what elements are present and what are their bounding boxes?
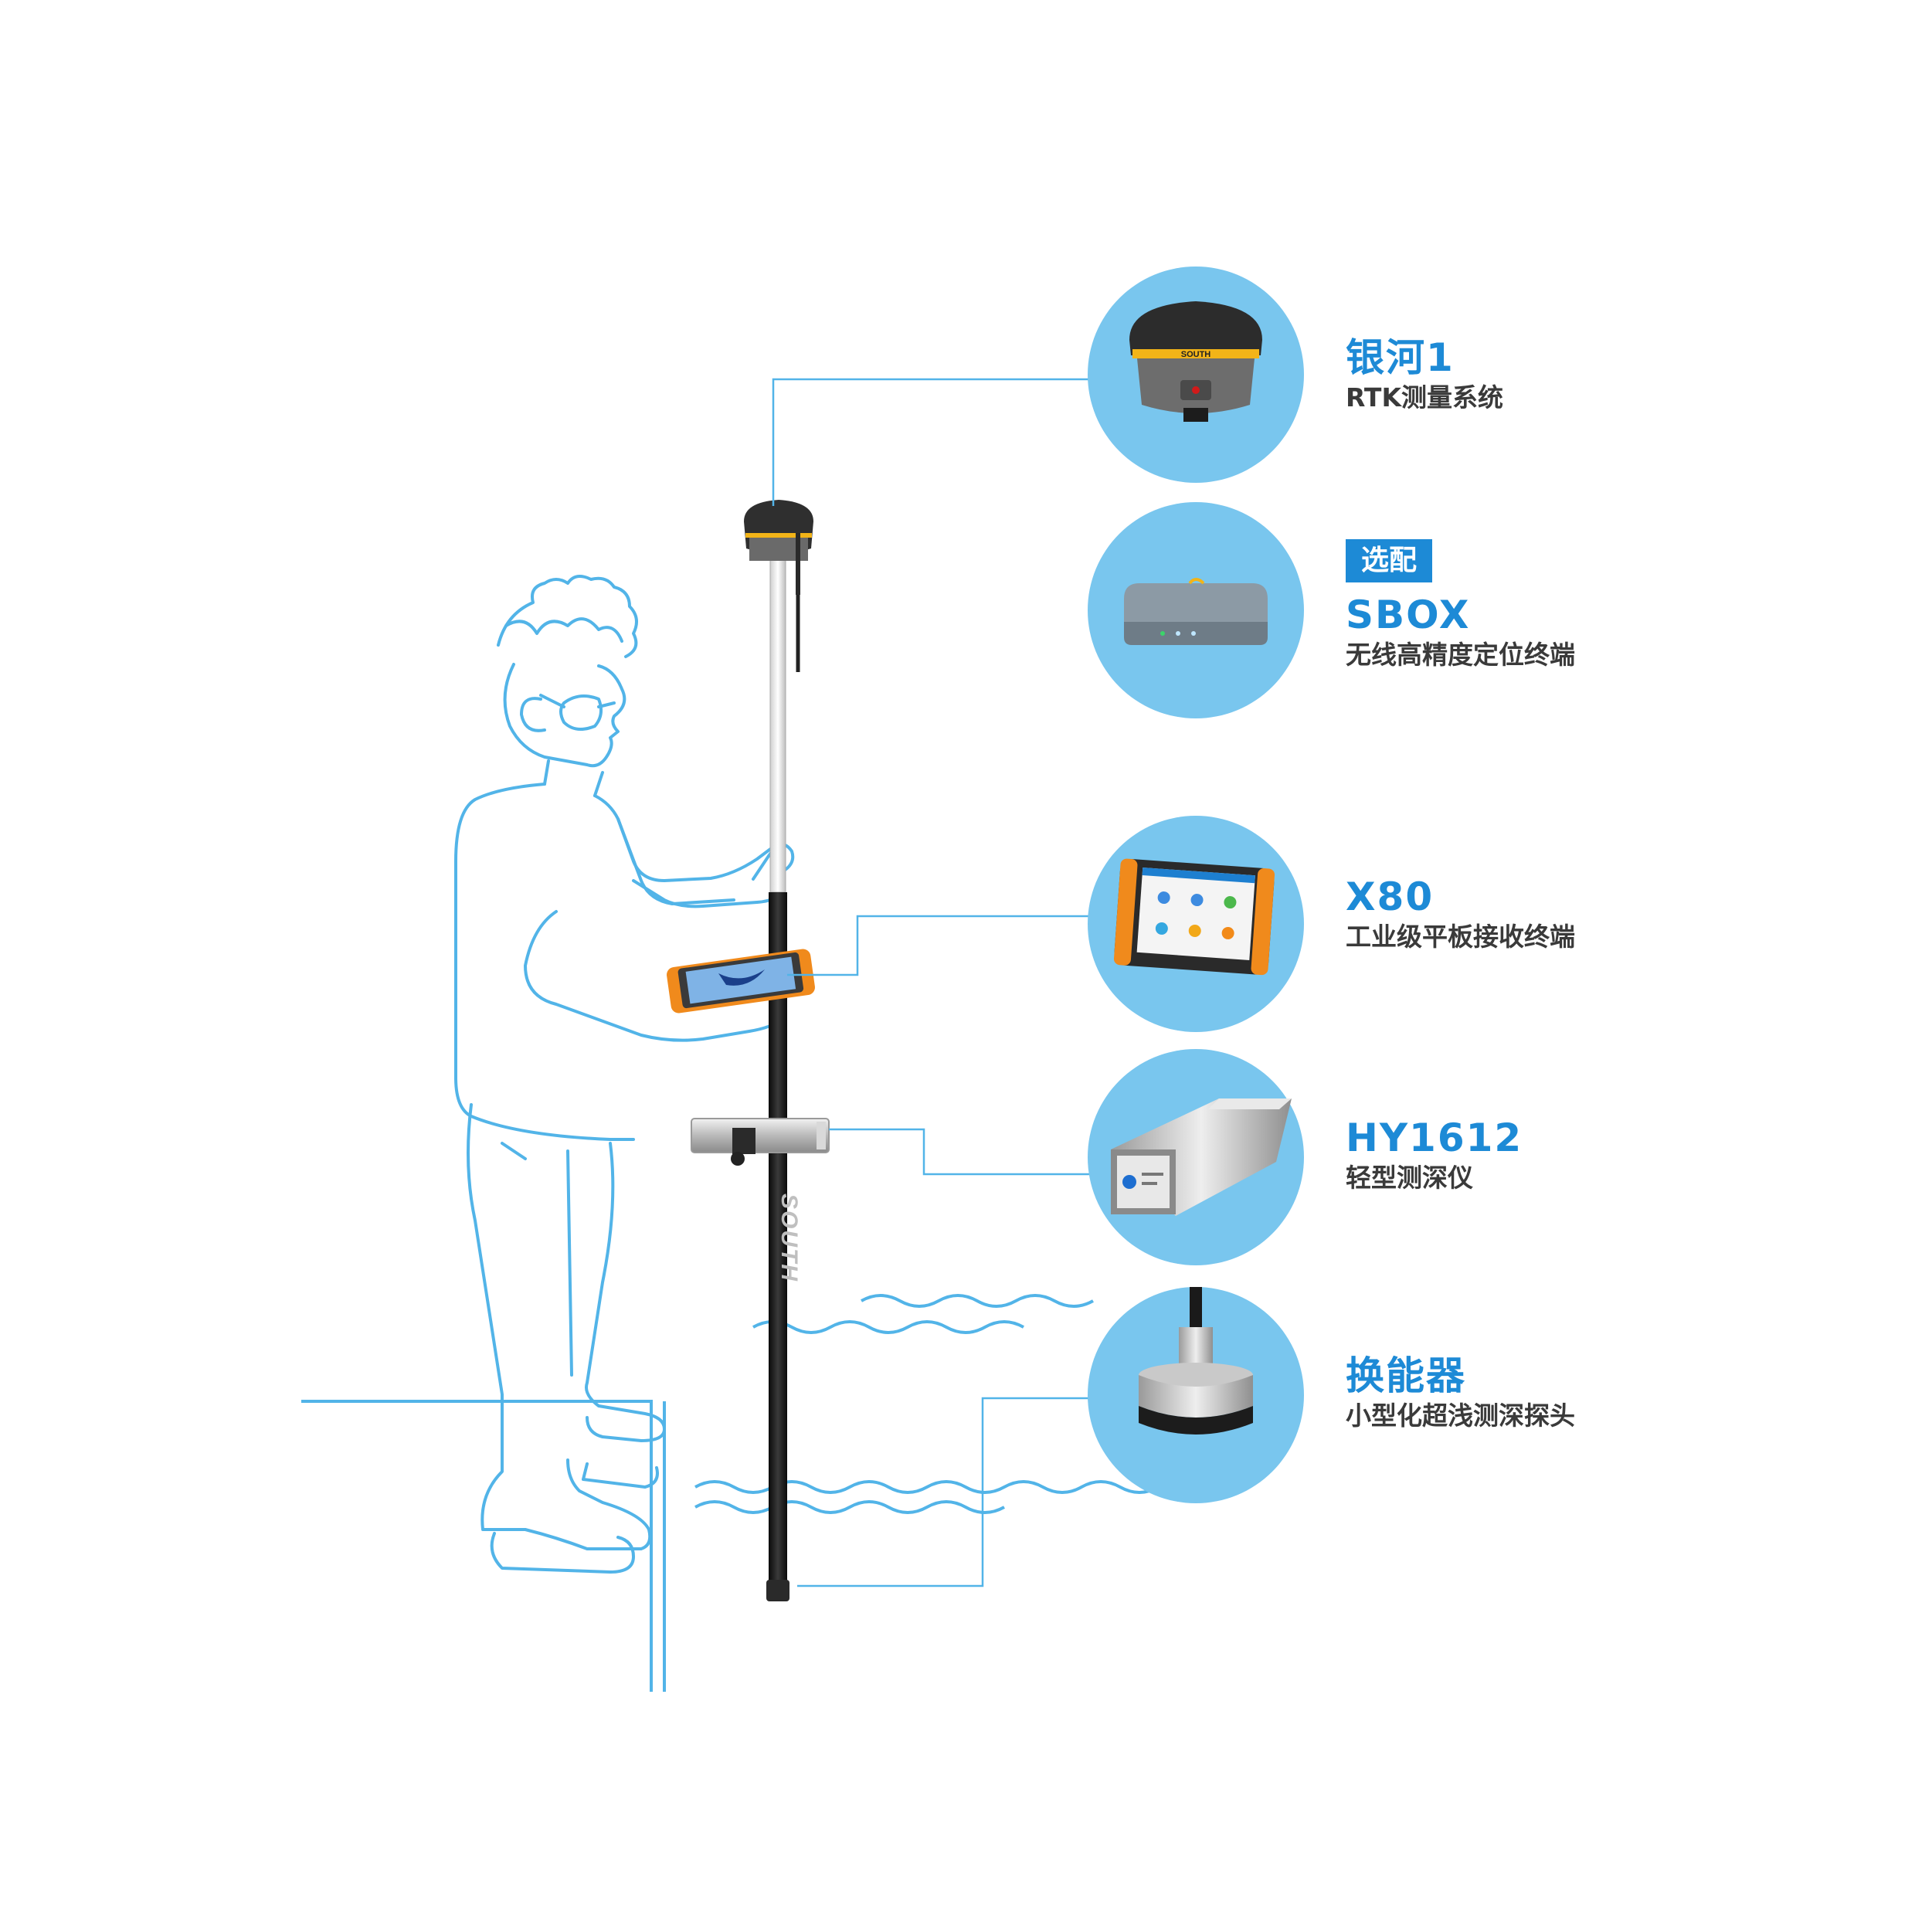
survey-pole: SOUTH (766, 536, 802, 1601)
label-transducer-subtitle: 小型化超浅测深探头 (1346, 1401, 1575, 1431)
pole-brand-text: SOUTH (776, 1193, 802, 1282)
label-rtk: 银河1 RTK测量系统 (1346, 336, 1503, 413)
surveyor-figure (454, 575, 795, 1574)
label-hy1612-subtitle: 轻型测深仪 (1346, 1163, 1473, 1193)
label-x80-subtitle: 工业级平板接收终端 (1346, 922, 1575, 952)
label-sbox: 选配 SBOX 无线高精度定位终端 (1346, 539, 1575, 671)
sbox-box-icon (1124, 578, 1268, 645)
label-hy1612: HY1612 轻型测深仪 (1346, 1116, 1523, 1193)
pole-gnss-receiver (744, 500, 813, 672)
label-hy1612-title: HY1612 (1346, 1115, 1523, 1160)
label-x80: X80 工业级平板接收终端 (1346, 875, 1575, 952)
rugged-tablet-icon (1113, 858, 1275, 976)
gnss-receiver-icon: SOUTH (1129, 301, 1262, 422)
label-rtk-subtitle: RTK测量系统 (1346, 382, 1504, 413)
label-transducer: 换能器 小型化超浅测深探头 (1346, 1354, 1575, 1431)
optional-badge: 选配 (1346, 539, 1433, 582)
pole-echo-sounder (691, 1118, 830, 1166)
handheld-tablet (667, 949, 815, 1014)
label-sbox-subtitle: 无线高精度定位终端 (1346, 640, 1575, 670)
label-transducer-title: 换能器 (1346, 1353, 1466, 1398)
echo-sounder-icon (1111, 1098, 1292, 1216)
transducer-icon (1139, 1287, 1253, 1435)
label-x80-title: X80 (1346, 874, 1435, 919)
leader-lines (772, 378, 1108, 1587)
receiver-brand-text: SOUTH (1181, 350, 1211, 359)
label-rtk-title: 银河1 (1346, 335, 1455, 380)
label-sbox-title: SBOX (1346, 593, 1471, 637)
ground-line (301, 1400, 666, 1692)
